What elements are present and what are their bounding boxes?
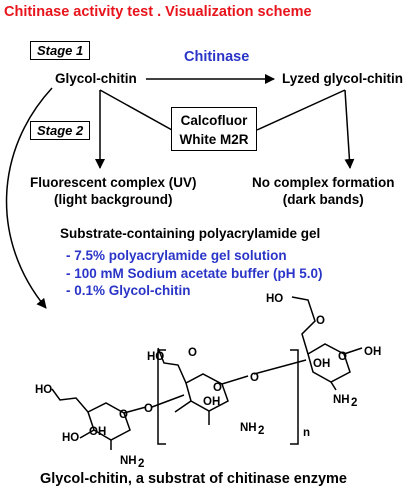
label-oh-2: OH	[203, 396, 220, 408]
page-title: Chitinase activity test . Visualization …	[4, 4, 312, 20]
label-ho-2: HO	[62, 432, 79, 444]
substrate-label: Glycol-chitin	[55, 71, 137, 86]
outcome-right-line2: (dark bands)	[282, 192, 364, 207]
list-item: - 0.1% Glycol-chitin	[66, 283, 191, 298]
outcome-left-line2: (light background)	[54, 192, 173, 207]
label-nh2-3-sub: 2	[351, 397, 357, 409]
outcome-right-line1: No complex formation	[252, 175, 395, 190]
structure-text-labels: HO HO OH O NH 2 O HO O O OH NH 2 O n HO …	[35, 293, 381, 470]
outcome-no-complex: No complex formation (dark bands)	[252, 174, 395, 208]
arrow-left-to-fluorescent	[100, 89, 173, 168]
stage1-label: Stage 1	[30, 41, 91, 60]
label-nh2-3: NH	[333, 394, 350, 406]
gel-heading: Substrate-containing polyacrylamide gel	[60, 226, 321, 241]
label-o-chain3: O	[316, 315, 325, 327]
list-item: - 7.5% polyacrylamide gel solution	[66, 248, 287, 263]
label-o-link1: O	[144, 403, 153, 415]
label-o-ring3: O	[338, 351, 347, 363]
label-o-chain2: O	[188, 347, 197, 359]
label-nh2-2: NH	[240, 422, 257, 434]
glycol-chitin-structure	[51, 296, 363, 450]
outcome-fluorescent: Fluorescent complex (UV) (light backgrou…	[30, 174, 197, 208]
dye-box: Calcofluor White M2R	[171, 107, 257, 151]
stage2-label: Stage 2	[30, 121, 91, 140]
label-oh-1: OH	[89, 426, 106, 438]
label-o-ring1: O	[119, 409, 128, 421]
label-o-ring2: O	[213, 382, 222, 394]
label-o-link2: O	[250, 372, 259, 384]
list-item: - 100 mM Sodium acetate buffer (pH 5.0)	[66, 265, 323, 281]
label-nh2-2-sub: 2	[258, 425, 264, 437]
arrow-right-to-no-complex	[256, 89, 350, 168]
product-label: Lyzed glycol-chitin	[282, 71, 404, 86]
label-oh-3: OH	[313, 358, 330, 370]
label-ho-3: HO	[147, 351, 164, 363]
label-oh-4: OH	[364, 346, 381, 358]
outcome-left-line1: Fluorescent complex (UV)	[30, 175, 197, 190]
gel-ingredient-list: - 7.5% polyacrylamide gel solution - 100…	[66, 247, 323, 300]
label-repeat-n: n	[303, 427, 310, 439]
label-ho-1: HO	[35, 384, 52, 396]
arrow-curved-to-structure	[5, 87, 53, 309]
label-nh2-1: NH	[120, 455, 137, 467]
figure-caption: Glycol-chitin, a substrat of chitinase e…	[40, 471, 347, 487]
label-ho-4: HO	[266, 293, 283, 305]
enzyme-label: Chitinase	[184, 49, 250, 65]
label-nh2-1-sub: 2	[138, 458, 144, 470]
